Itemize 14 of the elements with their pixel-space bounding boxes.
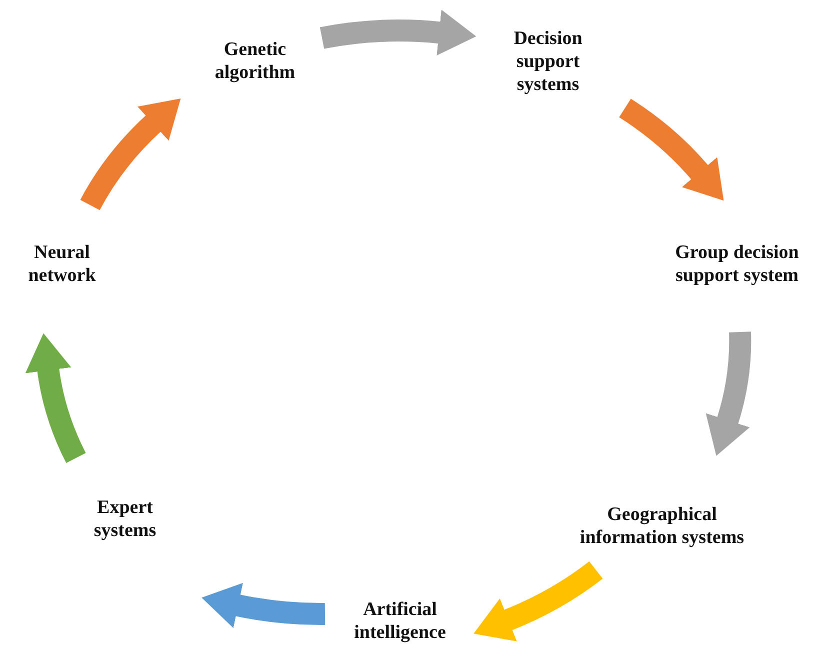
node-label: Expert systems (92, 497, 158, 543)
curved-arrow (320, 10, 476, 56)
node-label: Genetic algorithm (214, 39, 296, 85)
curved-arrow (705, 332, 751, 456)
curved-arrow (474, 561, 602, 642)
curved-arrow (201, 582, 326, 628)
node-label: Artificial intelligence (353, 599, 447, 645)
node-label: Geographical information systems (578, 504, 746, 550)
curved-arrow (618, 98, 725, 200)
node-label: Neural network (27, 242, 97, 288)
curved-arrow (80, 97, 180, 211)
curved-arrow (26, 333, 86, 463)
node-label: Decision support systems (512, 28, 584, 96)
node-label: Group decision support system (674, 242, 800, 288)
